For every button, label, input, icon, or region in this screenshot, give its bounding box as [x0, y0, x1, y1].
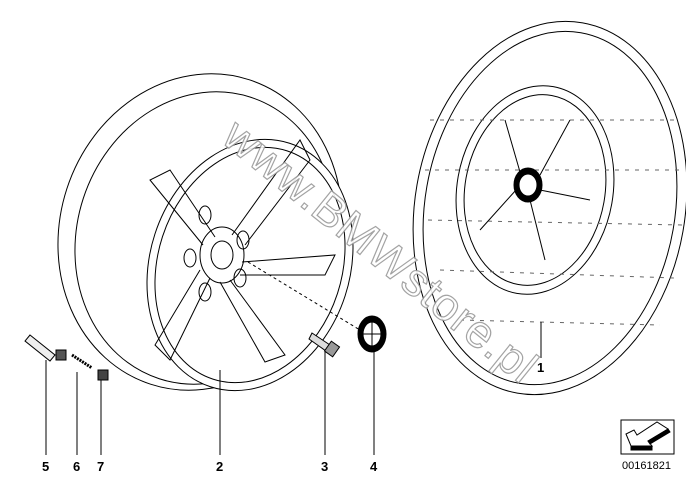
callout-6[interactable]: 6 [73, 459, 81, 474]
rim-drawing[interactable] [17, 37, 384, 428]
callout-4[interactable]: 4 [370, 459, 378, 474]
callout-1[interactable]: 1 [537, 360, 545, 375]
callout-5[interactable]: 5 [42, 459, 50, 474]
valve-cap-drawing[interactable] [97, 369, 109, 381]
arrow-icon [620, 419, 675, 455]
leader-lines [45, 261, 542, 455]
wheel-bolt-drawing[interactable] [308, 332, 341, 358]
callout-7[interactable]: 7 [97, 459, 105, 474]
hub-cap-drawing[interactable] [357, 315, 387, 353]
callout-3[interactable]: 3 [321, 459, 329, 474]
callout-2[interactable]: 2 [216, 459, 224, 474]
diagram-part-number: 00161821 [622, 460, 671, 472]
valve-drawing[interactable] [24, 334, 67, 362]
tire-wheel-drawing[interactable] [384, 0, 686, 417]
valve-insert-drawing[interactable] [71, 353, 93, 370]
